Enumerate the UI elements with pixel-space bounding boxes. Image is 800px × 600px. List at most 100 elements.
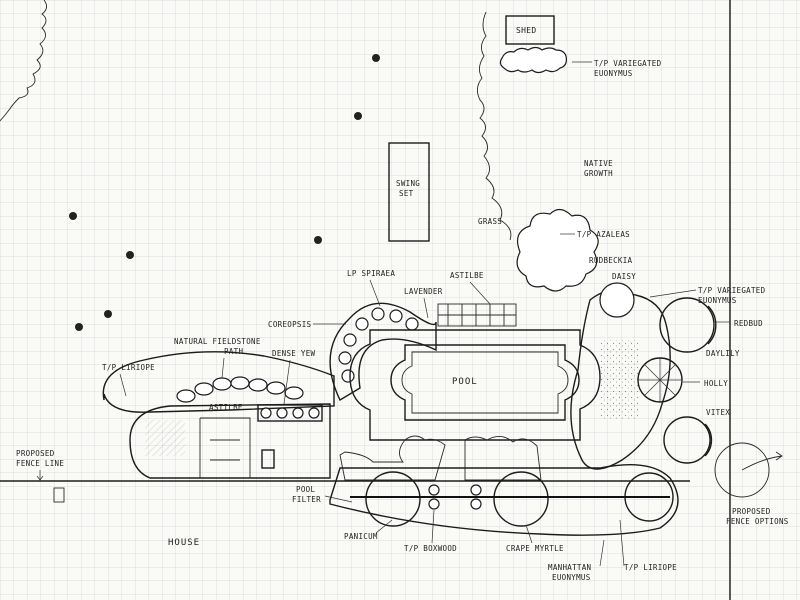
boxwood-shrubs <box>428 484 482 510</box>
label-set: SET <box>399 189 414 198</box>
label-pool-filter-1: POOL <box>296 485 315 494</box>
label-native-2: GROWTH <box>584 169 613 178</box>
lower-mid-bed <box>464 436 542 481</box>
label-proposed-fence-options-1: PROPOSED <box>732 507 771 516</box>
pool-outline <box>390 344 580 421</box>
label-tp-liriope-bottom: T/P LIRIOPE <box>624 563 677 572</box>
shed <box>505 15 555 45</box>
tree-line-left <box>0 0 47 122</box>
bottom-long-bed <box>329 463 679 536</box>
crape-myrtle-tree <box>365 471 421 527</box>
pool-stone-wall <box>437 303 517 327</box>
pool-coping <box>401 351 569 414</box>
leader-euonymus-right <box>649 289 697 298</box>
label-daisy: DAISY <box>612 272 636 281</box>
leader-dense-yew <box>283 359 291 405</box>
label-vitex: VITEX <box>706 408 730 417</box>
label-grass: GRASS <box>478 217 502 226</box>
label-panicum: PANICUM <box>344 532 378 541</box>
label-swing: SWING <box>396 179 420 188</box>
stepping-stone <box>75 323 83 331</box>
vitex-tree <box>663 416 711 464</box>
leader-lavender <box>423 297 429 319</box>
left-liriope-bed <box>102 351 335 413</box>
leader-crape-myrtle <box>525 524 533 544</box>
label-redbud: REDBUD <box>734 319 763 328</box>
leader-liriope-bottom <box>619 519 625 567</box>
leader-astilbe <box>469 281 491 305</box>
label-lp-spiraea: LP SPIRAEA <box>347 269 395 278</box>
pool-deck <box>349 329 601 441</box>
label-manhattan-1: MANHATTAN <box>548 563 591 572</box>
label-tp-variegated-euonymus-right-2: EUONYMUS <box>698 296 737 305</box>
native-growth-edge <box>477 11 512 241</box>
pool-filter <box>261 449 275 469</box>
fence-options-arrow <box>741 451 783 471</box>
label-tp-variegated-euonymus-top-2: EUONYMUS <box>594 69 633 78</box>
stepping-stone <box>354 112 362 120</box>
label-lavender: LAVENDER <box>404 287 443 296</box>
label-holly: HOLLY <box>704 379 728 388</box>
redbud-shadow <box>707 305 717 345</box>
leader-pool-filter <box>324 495 353 503</box>
leader-spiraea <box>369 279 381 307</box>
holly-spokes <box>638 358 682 402</box>
euonymus-hedge-top <box>499 46 567 74</box>
label-natural-fieldstone-2: PATH <box>224 347 243 356</box>
stepping-stone <box>69 212 77 220</box>
label-house: HOUSE <box>168 538 200 548</box>
house-corner <box>53 487 65 503</box>
label-daylily: DAYLILY <box>706 349 740 358</box>
stepping-stone <box>372 54 380 62</box>
label-tp-variegated-euonymus-top-1: T/P VARIEGATED <box>594 59 662 68</box>
fence-line-arrow <box>36 470 44 481</box>
label-native-1: NATIVE <box>584 159 613 168</box>
left-patio <box>129 403 331 479</box>
daylily-stipple <box>600 340 640 420</box>
leader-liriope-left <box>119 373 127 397</box>
label-natural-fieldstone-1: NATURAL FIELDSTONE <box>174 337 261 346</box>
azalea-cluster <box>516 208 599 292</box>
leader-boxwood <box>431 509 435 544</box>
fieldstone-path <box>176 376 304 403</box>
label-tp-variegated-euonymus-right-1: T/P VARIEGATED <box>698 286 766 295</box>
redbud-tree <box>659 297 715 353</box>
stepping-stone <box>104 310 112 318</box>
label-astilbe-lower: ASTILBE <box>209 403 243 412</box>
label-pool-filter-2: FILTER <box>292 495 321 504</box>
label-tp-boxwood: T/P BOXWOOD <box>404 544 457 553</box>
label-proposed-fence-options-2: FENCE OPTIONS <box>726 517 789 526</box>
leader-fieldstone <box>221 357 225 379</box>
swing-set <box>388 142 430 242</box>
label-rudbeckia: RUDBECKIA <box>589 256 633 265</box>
stepping-stone <box>314 236 322 244</box>
yew-row <box>257 404 323 422</box>
patio-steps <box>199 417 251 478</box>
label-tp-liriope-left: T/P LIRIOPE <box>102 363 155 372</box>
shed-label: SHED <box>516 26 536 35</box>
lower-left-bed <box>339 435 446 481</box>
spiraea-ring <box>329 302 437 401</box>
fence-options-symbol <box>714 442 770 498</box>
label-dense-yew: DENSE YEW <box>272 349 316 358</box>
crape-myrtle-tree <box>493 471 549 527</box>
label-manhattan-2: EUONYMUS <box>552 573 591 582</box>
label-pool: POOL <box>452 377 478 387</box>
label-astilbe: ASTILBE <box>450 271 484 280</box>
label-tp-azaleas: T/P AZALEAS <box>577 230 630 239</box>
leader-panicum <box>375 519 393 534</box>
stepping-stone <box>126 251 134 259</box>
label-proposed-fence-line-2: FENCE LINE <box>16 459 64 468</box>
label-crape-myrtle: CRAPE MYRTLE <box>506 544 564 553</box>
lawn-stepping-stones <box>69 54 380 331</box>
patio-hatch <box>145 420 185 456</box>
vitex-shadow <box>704 423 713 457</box>
label-proposed-fence-line-1: PROPOSED <box>16 449 55 458</box>
daisy-shrub <box>599 282 635 318</box>
label-coreopsis: COREOPSIS <box>268 320 312 329</box>
dense-yew-shrubs <box>260 407 320 419</box>
right-planting-bed <box>570 289 671 470</box>
leader-manhattan <box>599 539 605 567</box>
